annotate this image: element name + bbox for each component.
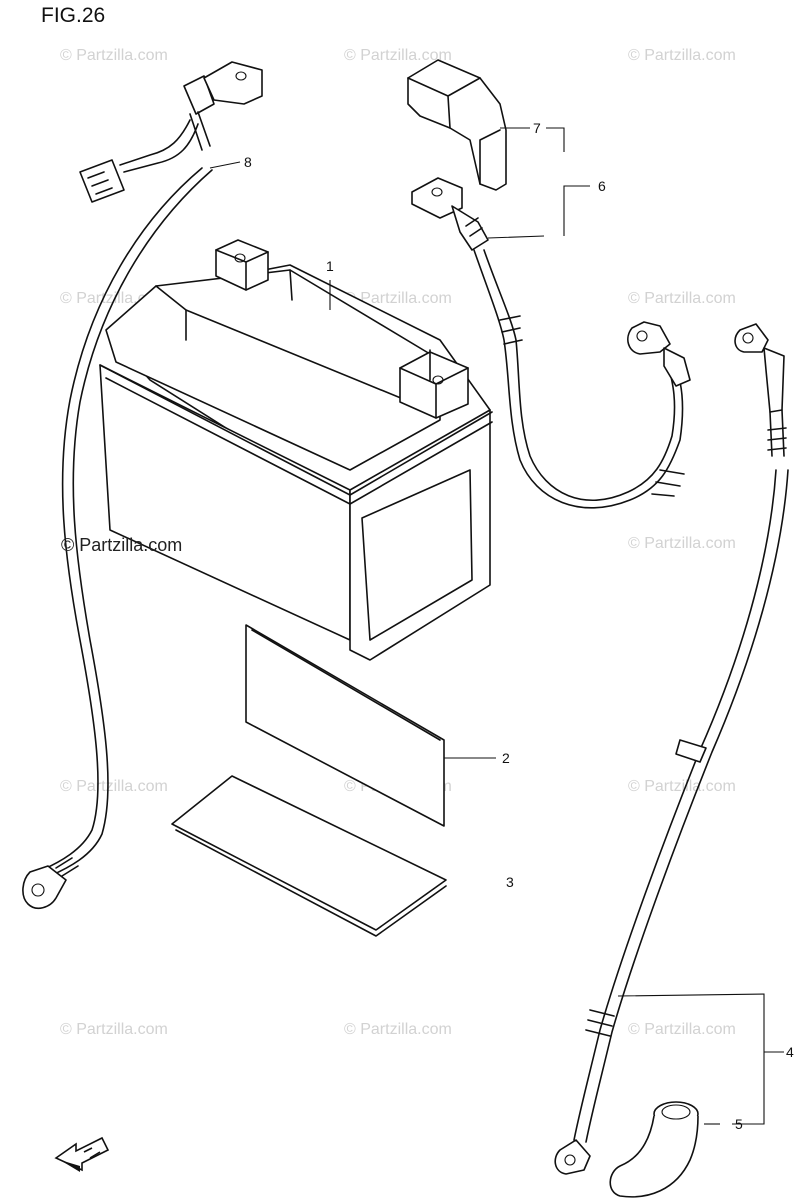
battery-pad-side-2[interactable]: [245, 624, 445, 827]
callout-6[interactable]: 6: [598, 178, 606, 194]
leader-lines: [209, 127, 784, 1125]
callout-4[interactable]: 4: [786, 1044, 794, 1060]
callout-7[interactable]: 7: [533, 120, 541, 136]
terminal-cover-boot-5[interactable]: [609, 1101, 699, 1198]
callout-5[interactable]: 5: [735, 1116, 743, 1132]
battery-1[interactable]: [99, 239, 493, 661]
watermark: © Partzilla.com: [60, 1021, 168, 1038]
watermark: © Partzilla.com: [628, 778, 736, 795]
watermark: © Partzilla.com: [628, 290, 736, 307]
battery-plus-lead-6[interactable]: [411, 177, 691, 509]
watermark-main: © Partzilla.com: [61, 535, 183, 555]
watermark: © Partzilla.com: [60, 778, 168, 795]
wiring-lead-8[interactable]: [22, 61, 263, 910]
battery-pad-bottom-3[interactable]: [171, 775, 447, 937]
callout-1[interactable]: 1: [326, 258, 334, 274]
front-direction-arrow-icon: [54, 1136, 110, 1172]
watermark: © Partzilla.com: [344, 1021, 452, 1038]
figure-title: FIG.26: [41, 4, 106, 27]
watermark: © Partzilla.com: [628, 535, 736, 552]
watermark: © Partzilla.com: [344, 47, 452, 64]
watermark: © Partzilla.com: [344, 290, 452, 307]
callout-2[interactable]: 2: [502, 750, 510, 766]
callout-8[interactable]: 8: [244, 154, 252, 170]
watermark: © Partzilla.com: [628, 1021, 736, 1038]
callout-3[interactable]: 3: [506, 874, 514, 890]
watermark: © Partzilla.com: [628, 47, 736, 64]
battery-minus-lead-4[interactable]: [554, 323, 789, 1175]
watermark: © Partzilla.com: [60, 47, 168, 64]
terminal-cover-7[interactable]: [407, 59, 507, 191]
